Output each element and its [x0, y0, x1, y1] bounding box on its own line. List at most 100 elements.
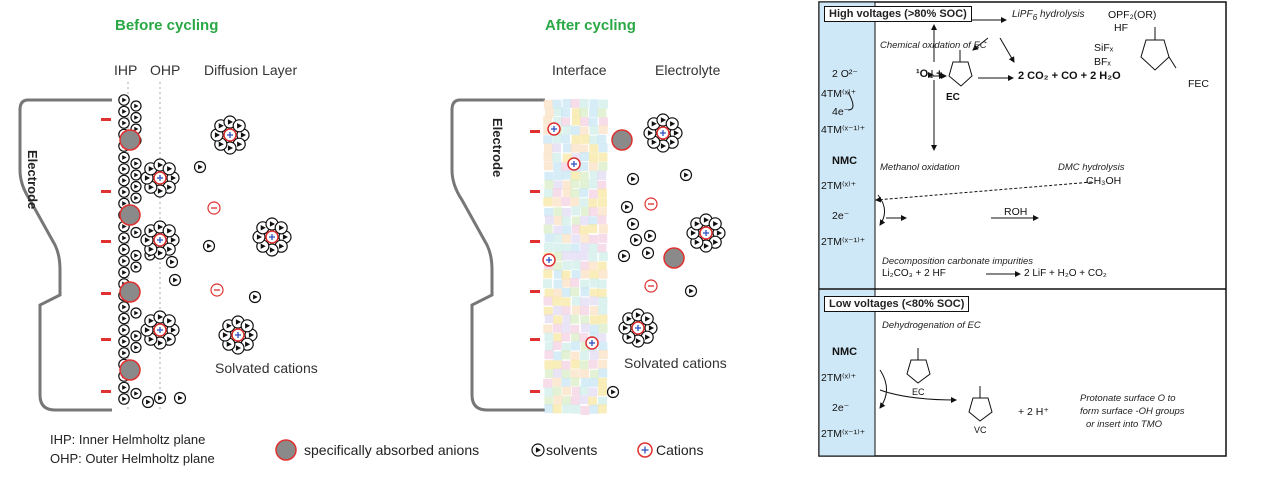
solvent-molecule [163, 225, 175, 237]
interface-grain [571, 396, 580, 405]
solvent-molecule [131, 262, 141, 272]
interface-grain [553, 341, 562, 350]
interface-grain [589, 244, 598, 253]
solvent-molecule [666, 118, 678, 130]
interface-grain [598, 207, 607, 216]
interface-grain [572, 306, 581, 315]
interface-grain [561, 323, 570, 332]
interface-grain [544, 208, 553, 217]
interface-grain [571, 360, 580, 369]
interface-grain [552, 143, 561, 152]
interface-grain [580, 306, 589, 315]
solvent-molecule [131, 331, 141, 341]
specifically-absorbed-anion [120, 360, 140, 380]
interface-grain [597, 244, 606, 253]
interface-grain [570, 189, 579, 198]
solvent-molecule [131, 113, 141, 123]
cation [543, 254, 555, 266]
interface-grain [588, 253, 597, 262]
interface-grain [553, 333, 562, 342]
specifically-absorbed-anion [120, 282, 140, 302]
solvent-molecule [631, 235, 642, 246]
interface-grain [589, 118, 598, 127]
interface-grain [562, 251, 571, 260]
2e-label-a: 2e⁻ [832, 210, 849, 222]
interface-grain [589, 154, 598, 163]
solvent-molecule [119, 256, 129, 266]
solvent-molecule [167, 257, 178, 268]
interface-grain [554, 396, 563, 405]
interface-grain [570, 287, 579, 296]
interface-grain [580, 127, 589, 136]
interface-grain [571, 234, 580, 243]
interface-grain [572, 135, 581, 144]
interface-grain [579, 108, 588, 117]
interface-grain [553, 234, 562, 243]
surface-charge-tick [101, 390, 111, 393]
solvent-molecule [119, 106, 129, 116]
interface-grain [571, 341, 580, 350]
interface-grain [544, 172, 553, 181]
interface-grain [598, 397, 607, 406]
interface-grain [570, 144, 579, 153]
solvated-cations-label-after: Solvated cations [624, 355, 727, 371]
interface-grain [590, 289, 599, 298]
interface-grain [562, 396, 571, 405]
interface-grain [545, 216, 554, 225]
interface-grain [552, 297, 561, 306]
interface-grain [572, 296, 581, 305]
solvent-molecule [131, 193, 141, 203]
double-layer-figure: Before cycling After cycling IHP OHP Dif… [0, 0, 800, 490]
solvent-molecule [175, 393, 186, 404]
interface-grain [599, 224, 608, 233]
interface-grain [553, 369, 562, 378]
solvent-molecule [119, 118, 129, 128]
interface-grain [570, 325, 579, 334]
legend-anions: specifically absorbed anions [304, 442, 479, 458]
solvent-molecule [119, 233, 129, 243]
cation [154, 172, 166, 184]
lipf6-label: LiPF6 hydrolysis [1012, 9, 1084, 22]
solvent-molecule [119, 164, 129, 174]
legend-cations: Cations [656, 442, 703, 458]
interface-grain [571, 126, 580, 135]
interface-grain [554, 280, 563, 289]
interface-grain [553, 207, 562, 216]
interface-grain [544, 350, 553, 359]
interface-grain [562, 226, 571, 235]
4e-label: 4e⁻ [832, 106, 849, 118]
interface-grain [553, 188, 562, 197]
interface-grain [590, 370, 599, 379]
interface-grain [597, 171, 606, 180]
interface-grain [570, 278, 579, 287]
interface-grain [598, 297, 607, 306]
interface-grain [570, 179, 579, 188]
interface-grain [572, 217, 581, 226]
sifx-label: SiFₓ [1094, 42, 1113, 54]
interface-grain [570, 198, 579, 207]
interface-grain [581, 234, 590, 243]
interface-grain [580, 315, 589, 324]
minus-ion [645, 198, 657, 210]
interface-grain [544, 388, 553, 397]
interface-grain [598, 262, 607, 271]
ec-label: EC [946, 92, 960, 103]
cation [638, 443, 652, 457]
interface-grain [545, 369, 554, 378]
interface-grain [589, 162, 598, 171]
ihp-label: IHP [114, 62, 137, 78]
interface-grain [544, 225, 553, 234]
2e-label-b: 2e⁻ [832, 402, 849, 414]
electrode-before-shape [20, 100, 112, 410]
nmc-label-high: NMC [832, 155, 857, 167]
interface-grain [599, 143, 608, 152]
methanol-ox-label: Methanol oxidation [880, 162, 960, 173]
interface-grain [597, 215, 606, 224]
interface-grain [554, 171, 563, 180]
interface-grain [570, 352, 579, 361]
surface-charge-tick [530, 130, 540, 133]
products-label: 2 CO₂ + CO + 2 H₂O [1018, 70, 1121, 82]
solvent-molecule [608, 387, 619, 398]
interface-grain [589, 136, 598, 145]
cation [232, 329, 244, 341]
